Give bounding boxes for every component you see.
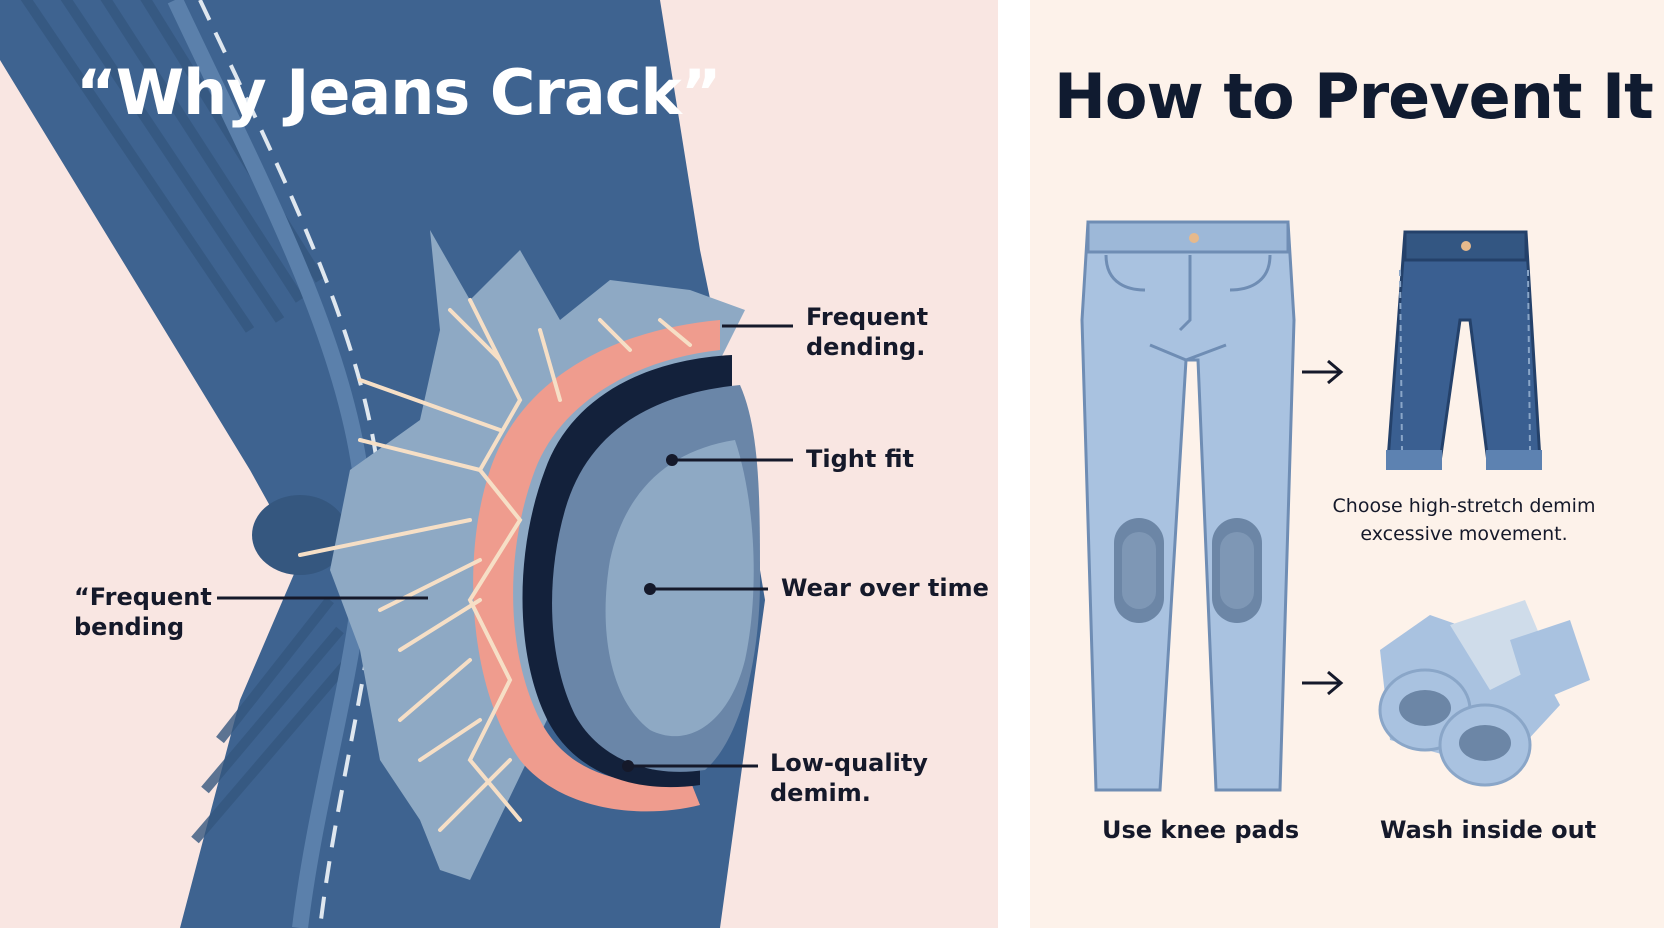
leader-dots — [622, 454, 678, 772]
label-wear-over-time: Wear over time — [781, 574, 989, 602]
label-low-quality-demim: Low-quality demim. — [770, 749, 928, 807]
rolled-jeans-icon — [1378, 600, 1590, 787]
caption-use-knee-pads: Use knee pads — [1102, 816, 1300, 844]
arrow-right-icon — [1302, 359, 1344, 696]
section-title: How to Prevent It — [1054, 60, 1654, 133]
pink-lining — [473, 320, 720, 812]
label-tight-fit: Tight fit — [806, 445, 914, 473]
denim-fold — [252, 495, 348, 575]
caption-high-stretch-denim: Choose high-stretch demim excessive move… — [1332, 495, 1596, 545]
caption-wash-inside-out: Wash inside out — [1380, 816, 1597, 844]
stretch-denim-shorts-icon — [1386, 230, 1542, 470]
how-to-prevent-panel: How to Prevent It Choose high-stretch de… — [1030, 0, 1664, 928]
prevention-illustrations — [1080, 220, 1590, 792]
label-frequent-bending: “Frequent bending — [74, 583, 212, 641]
page-title: “Why Jeans Crack” — [76, 56, 722, 129]
knee-patched-jeans-icon — [1080, 220, 1296, 792]
label-frequent-dending: Frequent dending. — [806, 303, 929, 361]
fray-threads — [298, 298, 692, 832]
why-jeans-crack-panel: “Why Jeans Crack” Frequent dending. Tigh… — [0, 0, 998, 928]
navy-ring — [522, 355, 732, 788]
leader-lines — [217, 324, 793, 768]
cracked-knee-diagram — [0, 0, 793, 928]
